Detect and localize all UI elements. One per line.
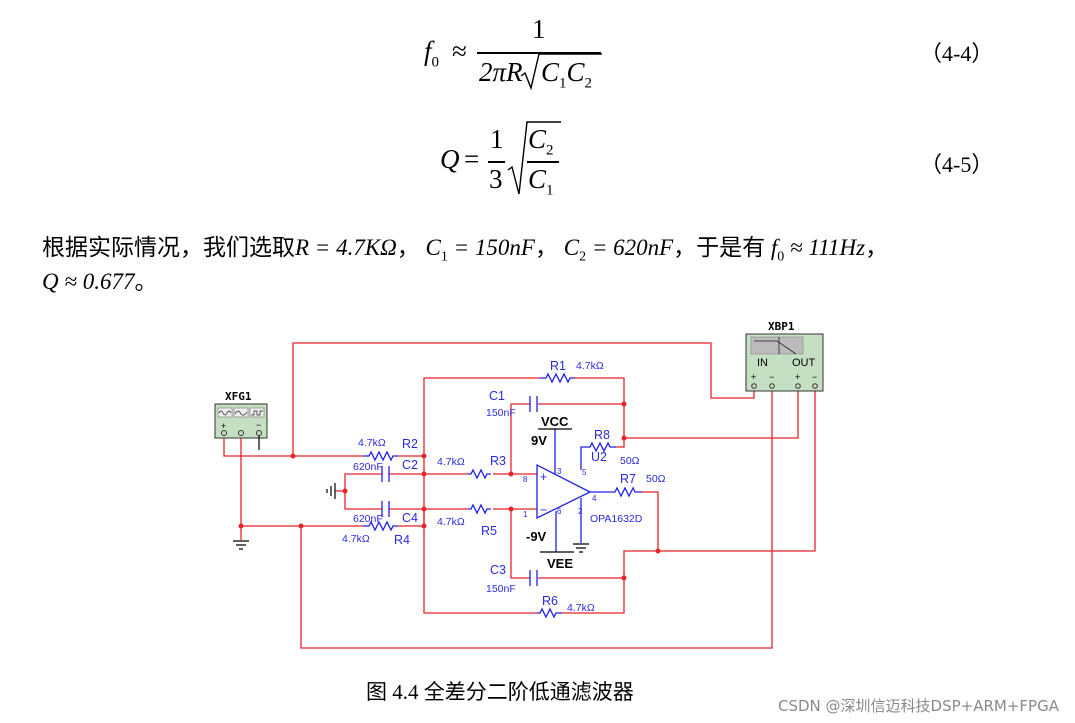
eq2-op: = (464, 144, 480, 174)
bode-terminal-label: − (812, 372, 817, 382)
eq1-number: （4-4） (920, 41, 994, 66)
r7-value: 50Ω (646, 473, 666, 485)
vee-value: -9V (526, 529, 547, 544)
eq2-rad-num: C2 (528, 124, 554, 159)
pin-label: 8 (523, 475, 528, 484)
r7-name: R7 (620, 472, 636, 486)
bode-terminal-label: + (751, 372, 756, 382)
resistor-r6 (537, 607, 562, 619)
opamp-minus-label: − (540, 503, 547, 517)
r3-value: 4.7kΩ (437, 456, 465, 468)
eq2-denominator: 3 (489, 164, 503, 194)
bode-screen-icon (750, 336, 804, 355)
eq1-lhs: f0 (424, 36, 440, 71)
triangle-wave-icon (233, 407, 249, 418)
xfg1-minus-label: − (256, 420, 261, 430)
bode-plotter-xbp1: XBP1 IN OUT + − + − (745, 320, 824, 392)
eq2-inner-bar (527, 161, 559, 163)
r1-name: R1 (550, 359, 566, 373)
r5-name: R5 (481, 524, 497, 538)
r5-value: 4.7kΩ (437, 516, 465, 528)
eq1-denominator: 2πR (479, 57, 523, 87)
eq1-numerator: 1 (532, 14, 546, 44)
pin-label: 5 (582, 468, 587, 477)
bode-in-label: IN (757, 357, 768, 369)
opamp-plus-label: + (540, 470, 547, 484)
resistor-r7 (590, 486, 642, 498)
resistor-r3 (468, 468, 491, 480)
paragraph-line-1: 根据实际情况，我们选取R = 4.7KΩ， C1 = 150nF， C2 = 6… (42, 235, 889, 265)
paragraph-line-2: Q ≈ 0.677。 (42, 269, 158, 294)
r8-name: R8 (594, 428, 610, 442)
eq1-fraction-bar (477, 52, 601, 54)
capacitor-c4 (381, 501, 390, 517)
bode-out-label: OUT (792, 357, 816, 369)
component-labels: R1 4.7kΩ C1 150nF R2 4.7kΩ 620nF C2 4.7k… (342, 359, 666, 614)
vcc-value: 9V (531, 433, 547, 448)
r4-value: 4.7kΩ (342, 533, 370, 545)
pin-label: 2 (578, 507, 583, 516)
r4-name: R4 (394, 533, 410, 547)
vcc-label: VCC (541, 414, 569, 429)
opamp-part: OPA1632D (590, 513, 643, 525)
c2-value: 620nF (353, 461, 383, 473)
resistor-r8 (580, 441, 616, 470)
capacitor-c3 (529, 570, 538, 586)
r6-value: 4.7kΩ (567, 602, 595, 614)
sqrt-symbol-icon (520, 53, 602, 91)
pin-label: 3 (557, 467, 562, 476)
sine-wave-icon (217, 407, 233, 418)
r2-value: 4.7kΩ (358, 437, 386, 449)
r8-value: 50Ω (620, 455, 640, 467)
junction-dots (238, 401, 661, 581)
c3-name: C3 (490, 563, 506, 577)
figure-caption: 图 4.4 全差分二阶低通滤波器 (366, 680, 634, 704)
ground-icon (573, 543, 589, 553)
eq2-fraction-bar (488, 161, 505, 163)
opamp-ref: U2 (591, 450, 607, 464)
c2-name: C2 (402, 458, 418, 472)
eq2-lhs: Q (440, 144, 460, 174)
c4-value: 620nF (353, 513, 383, 525)
xfg1-label: XFG1 (225, 390, 252, 403)
c3-value: 150nF (486, 583, 516, 595)
function-generator-xfg1: XFG1 + − (214, 390, 268, 450)
r6-name: R6 (542, 594, 558, 608)
ground-icon (326, 483, 336, 499)
opamp-u2: + − 8 3 5 1 6 2 4 U2 OPA1632D (523, 429, 643, 552)
r3-name: R3 (490, 454, 506, 468)
c1-value: 150nF (486, 407, 516, 419)
wires (223, 342, 816, 649)
pin-label: 1 (523, 510, 528, 519)
resistor-r5 (468, 503, 491, 515)
r2-name: R2 (402, 437, 418, 451)
r1-value: 4.7kΩ (576, 360, 604, 372)
c4-name: C4 (402, 511, 418, 525)
bode-terminal-label: + (795, 372, 800, 382)
eq2-numerator: 1 (490, 124, 504, 154)
c1-name: C1 (489, 389, 505, 403)
sqrt-symbol-icon (507, 121, 561, 195)
xbp1-label: XBP1 (768, 320, 795, 333)
resistor-r4 (363, 520, 398, 532)
eq1-radicand: C1C2 (541, 57, 593, 92)
eq2-rad-den: C1 (528, 164, 554, 199)
capacitor-c1 (529, 396, 538, 412)
watermark: CSDN @深圳信迈科技DSP+ARM+FPGA (778, 697, 1059, 715)
bode-terminal-label: − (769, 372, 774, 382)
eq2-number: （4-5） (920, 152, 994, 177)
xfg1-plus-label: + (221, 421, 226, 431)
pin-label: 6 (557, 507, 562, 516)
ground-icon (233, 540, 249, 550)
eq1-op: ≈ (452, 36, 467, 66)
resistor-r1 (540, 372, 575, 384)
capacitor-c2 (381, 466, 390, 482)
pin-label: 4 (592, 494, 597, 503)
vee-label: VEE (547, 556, 573, 571)
resistor-r2 (363, 450, 398, 462)
